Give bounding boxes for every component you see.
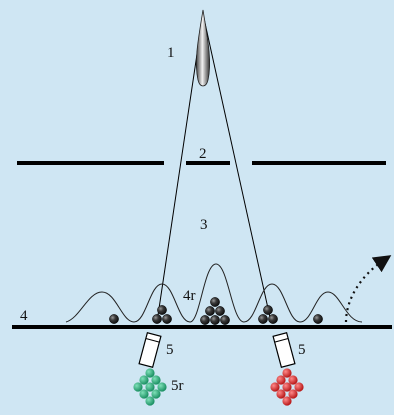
cluster-particle [288, 375, 298, 385]
particle [268, 314, 278, 324]
cluster-particle [282, 396, 292, 406]
ray-right [202, 13, 272, 323]
cluster-particle [294, 382, 304, 392]
particle [157, 305, 167, 315]
cluster-particle [288, 389, 298, 399]
label-source: 1 [167, 45, 175, 61]
particle [258, 314, 268, 324]
cluster-particle [276, 389, 286, 399]
particle [313, 314, 323, 324]
cluster-particle [145, 396, 155, 406]
particle [109, 314, 119, 324]
particle [200, 315, 210, 325]
label-wave: 4r [183, 288, 196, 304]
particle [210, 297, 220, 307]
source-emitter [196, 9, 210, 87]
particle [205, 306, 215, 316]
cluster-particle [139, 389, 149, 399]
cluster-particle [145, 368, 155, 378]
cluster-green [133, 368, 167, 406]
particles-on-screen [109, 297, 323, 325]
cluster-particle [276, 375, 286, 385]
cluster-particle [145, 382, 155, 392]
cluster-particle [133, 382, 143, 392]
label-screen: 4 [20, 308, 28, 324]
particle [263, 305, 273, 315]
label-slit-plate: 2 [199, 146, 207, 162]
cluster-particle [139, 375, 149, 385]
dotted-arrow [344, 255, 392, 323]
detector-right [272, 331, 296, 369]
cluster-particle [282, 368, 292, 378]
cluster-particle [151, 375, 161, 385]
cluster-particle [157, 382, 167, 392]
interference-wave [65, 263, 363, 323]
label-detector-right: 5 [298, 342, 306, 358]
detector-left [138, 331, 162, 369]
particle [162, 314, 172, 324]
cluster-particle [270, 382, 280, 392]
particle [220, 315, 230, 325]
label-region: 3 [200, 217, 208, 233]
cluster-red [270, 368, 304, 406]
cluster-particle [282, 382, 292, 392]
particle [152, 314, 162, 324]
cluster-particle [151, 389, 161, 399]
ray-left [156, 13, 204, 323]
label-detector-left: 5 [166, 342, 174, 358]
label-cluster: 5r [171, 378, 184, 394]
particle [215, 306, 225, 316]
particle [210, 315, 220, 325]
